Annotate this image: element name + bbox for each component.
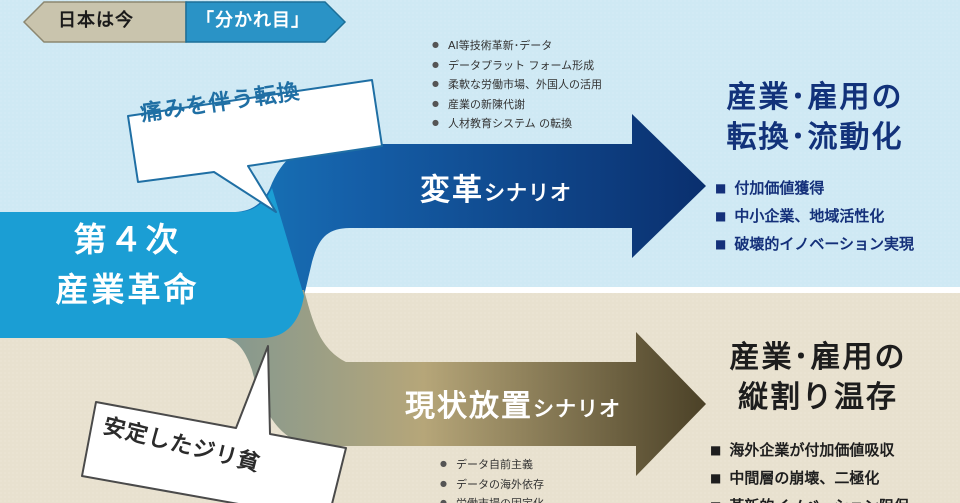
note-item: 産業の新陳代謝 bbox=[432, 95, 602, 115]
status-quo-label-main: 現状放置 bbox=[405, 389, 533, 424]
outcome-item: 中小企業、地域活性化 bbox=[715, 202, 914, 230]
heading-line: 産業･雇用の bbox=[726, 80, 904, 115]
outcome-item: 海外企業が付加価値吸収 bbox=[710, 436, 909, 464]
badge-right-label: 「分かれ目」 bbox=[196, 10, 310, 31]
heading-line: 産業･雇用の bbox=[729, 340, 907, 375]
status-quo-scenario-label: 現状放置シナリオ bbox=[405, 381, 621, 425]
note-item: データ自前主義 bbox=[440, 455, 544, 475]
outcome-item: 革新的イノベーション阻保 bbox=[710, 492, 909, 503]
status-quo-notes: データ自前主義 データの海外依存 労働市場の固定化 bbox=[440, 455, 544, 503]
center-line-2: 産業革命 bbox=[55, 270, 200, 309]
band-divider bbox=[0, 287, 960, 293]
status-quo-outcome-heading: 産業･雇用の 縦割り温存 bbox=[688, 338, 948, 418]
transform-notes: AI等技術革新･データ データプラット フォーム形成 柔軟な労働市場、外国人の活… bbox=[432, 36, 602, 134]
callout-top-bubble bbox=[127, 79, 383, 213]
status-quo-outcome-list: 海外企業が付加価値吸収 中間層の崩壊、二極化 革新的イノベーション阻保 bbox=[710, 436, 909, 503]
badge-left-label: 日本は今 bbox=[58, 10, 134, 31]
note-item: データプラット フォーム形成 bbox=[432, 56, 602, 76]
heading-line: 転換･流動化 bbox=[726, 120, 904, 155]
transform-label-sub: シナリオ bbox=[484, 181, 572, 205]
note-item: AI等技術革新･データ bbox=[432, 36, 602, 56]
outcome-item: 破壊的イノベーション実現 bbox=[715, 230, 914, 258]
heading-line: 縦割り温存 bbox=[738, 380, 898, 415]
note-item: 労働市場の固定化 bbox=[440, 494, 544, 503]
transform-outcome-heading: 産業･雇用の 転換･流動化 bbox=[685, 78, 945, 158]
callout-bottom-bubble bbox=[81, 345, 347, 503]
center-line-1: 第４次 bbox=[73, 220, 182, 259]
badge-right-shape bbox=[185, 1, 347, 43]
industrial-revolution-label: 第４次 産業革命 bbox=[40, 215, 215, 315]
status-quo-label-sub: シナリオ bbox=[533, 397, 621, 421]
outcome-item: 中間層の崩壊、二極化 bbox=[710, 464, 909, 492]
transform-outcome-list: 付加価値獲得 中小企業、地域活性化 破壊的イノベーション実現 bbox=[715, 174, 914, 258]
outcome-item: 付加価値獲得 bbox=[715, 174, 914, 202]
note-item: データの海外依存 bbox=[440, 475, 544, 495]
transform-label-main: 変革 bbox=[420, 173, 484, 208]
note-item: 人材教育システム の転換 bbox=[432, 114, 602, 134]
transform-scenario-label: 変革シナリオ bbox=[420, 165, 572, 209]
note-item: 柔軟な労働市場、外国人の活用 bbox=[432, 75, 602, 95]
